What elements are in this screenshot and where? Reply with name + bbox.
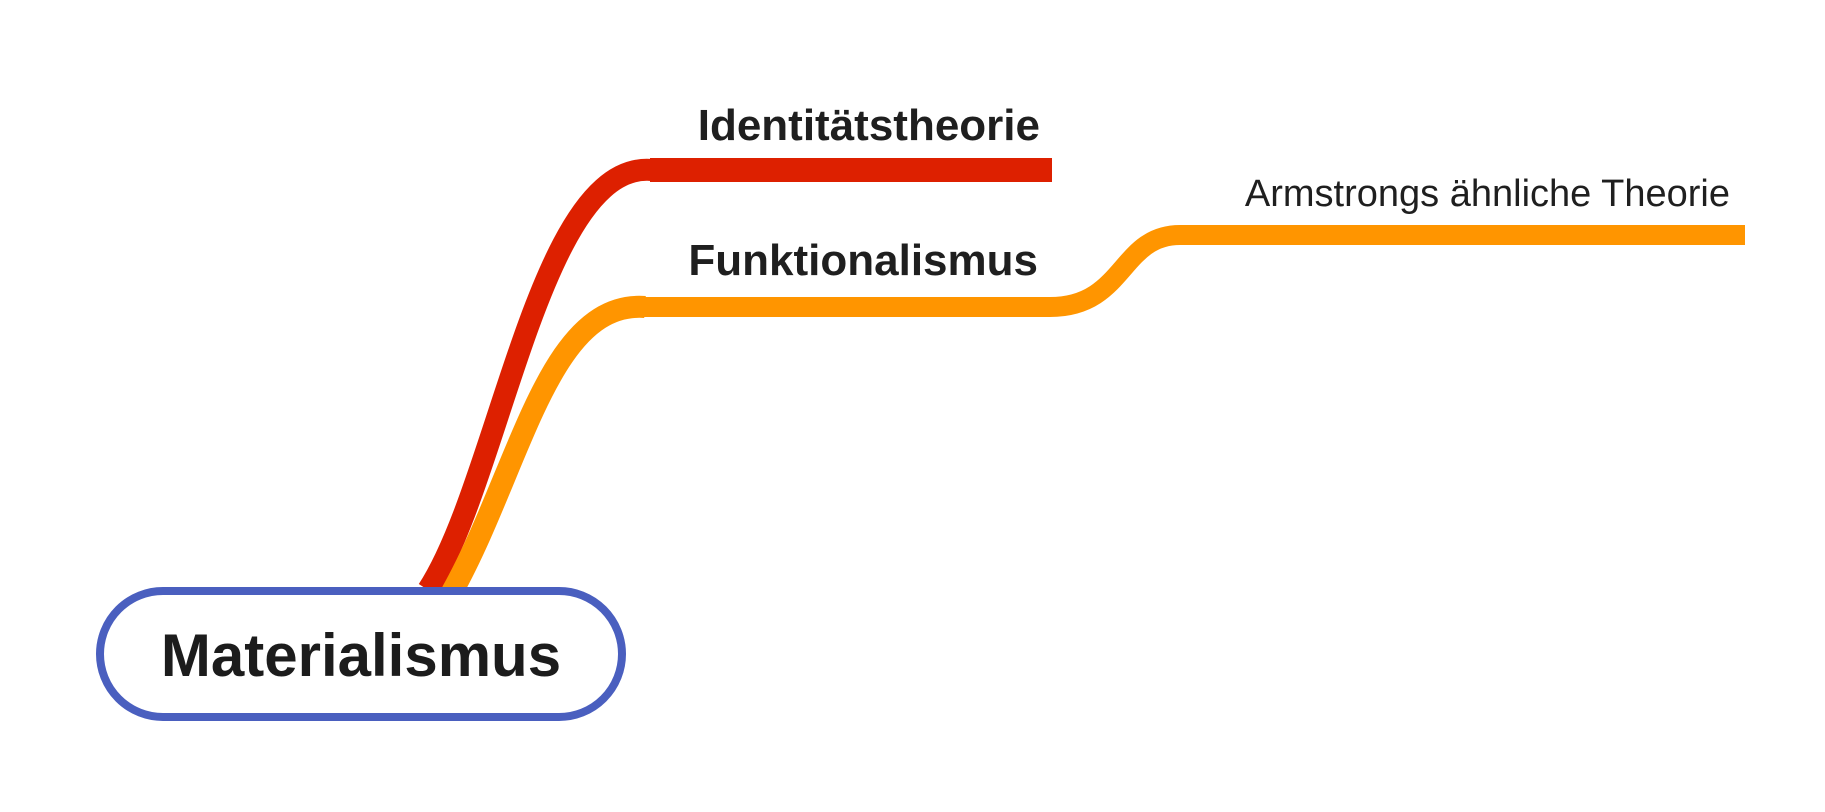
root-node-label: Materialismus [161, 622, 561, 689]
branch-label-identitaetstheorie[interactable]: Identitätstheorie [698, 101, 1040, 150]
branch-line-identitaetstheorie [418, 158, 653, 597]
branch-line-funktionalismus [442, 295, 646, 598]
branch-label-armstrongs-theorie[interactable]: Armstrongs ähnliche Theorie [1245, 173, 1730, 215]
branch-underline-funktionalismus [643, 225, 1745, 317]
branch-label-funktionalismus[interactable]: Funktionalismus [688, 236, 1038, 285]
root-node-box[interactable] [96, 587, 626, 721]
